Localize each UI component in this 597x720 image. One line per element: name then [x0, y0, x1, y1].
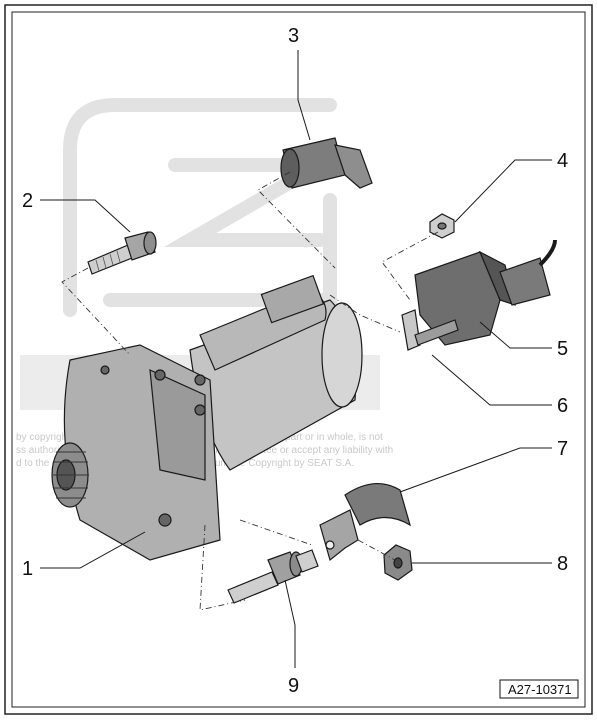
diagram-border-inner: [11, 11, 586, 708]
part-2-bolt: [87, 231, 157, 275]
part-8-nut: [383, 544, 413, 581]
watermark-logo: [63, 98, 347, 317]
callout-9: 9: [288, 675, 299, 697]
assembly-lines: [61, 171, 439, 611]
callout-7: 7: [557, 438, 568, 460]
part-9-stud-bolt: [227, 549, 319, 604]
callout-2: 2: [22, 190, 33, 212]
callout-4: 4: [557, 150, 568, 172]
callout-1: 1: [22, 558, 33, 580]
part-3-connector-plug: [280, 137, 373, 189]
reference-code: A27-10371: [508, 682, 572, 697]
reference-code-box: [499, 679, 579, 699]
callout-8: 8: [557, 553, 568, 575]
part-7-cable-bracket: [319, 483, 411, 562]
callout-3: 3: [288, 25, 299, 47]
part-4-nut: [429, 213, 455, 239]
leader-lines: [40, 50, 552, 668]
part-1-starter-motor: [51, 274, 363, 561]
part-6-cable-terminal: [401, 309, 459, 351]
part-5-protective-cap: [414, 239, 557, 346]
diagram-border: [4, 4, 593, 715]
callout-5: 5: [557, 338, 568, 360]
callout-6: 6: [557, 395, 568, 417]
